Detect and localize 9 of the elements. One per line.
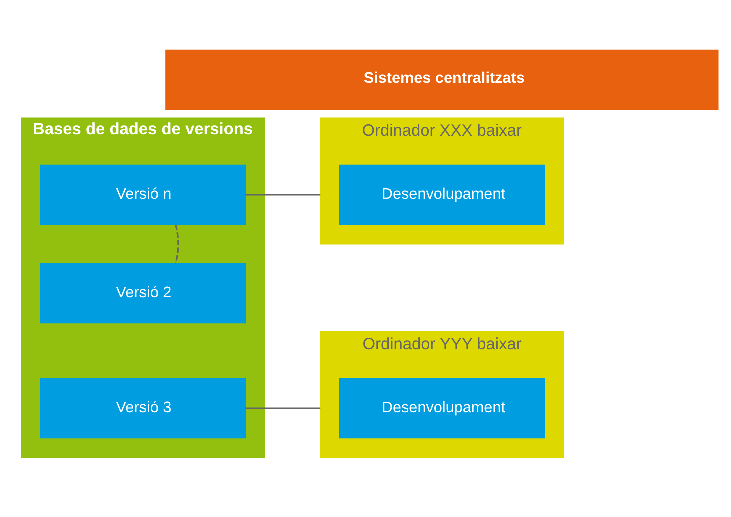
connector: [246, 194, 321, 196]
connector: [174, 224, 180, 264]
node-box: Versió 3: [40, 378, 246, 439]
node-box: Versió n: [40, 164, 246, 226]
node-box: Desenvolupament: [339, 378, 546, 439]
node-box: Versió 2: [40, 263, 246, 324]
node-box: Desenvolupament: [339, 164, 546, 226]
node-box: Sistemes centralitzats: [166, 50, 719, 110]
connector: [246, 408, 321, 410]
